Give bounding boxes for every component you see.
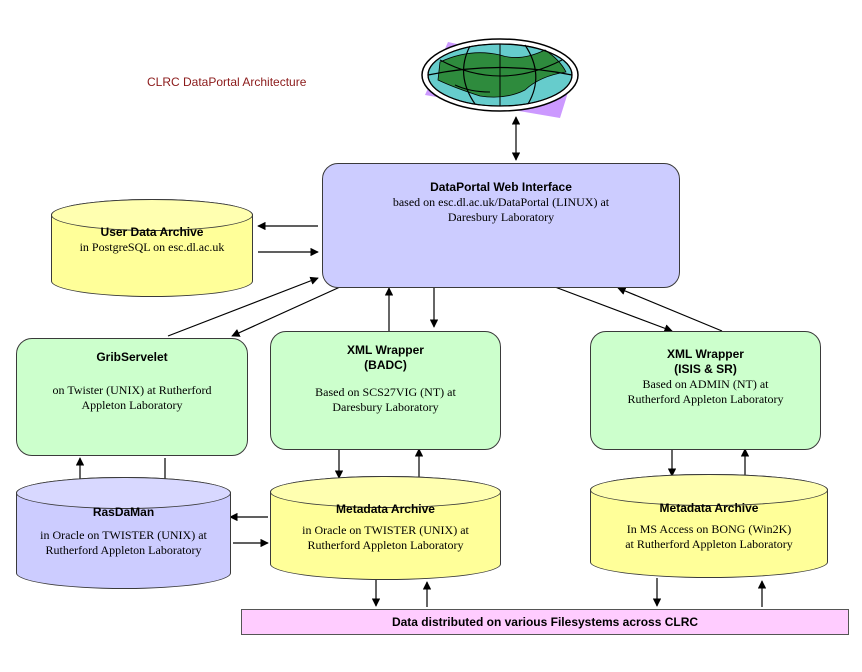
filesystems-bar: Data distributed on various Filesystems … xyxy=(241,609,849,635)
rasdaman-cylinder: RasDaMan in Oracle on TWISTER (UNIX) at … xyxy=(16,477,231,589)
rasdaman-line1: in Oracle on TWISTER (UNIX) at xyxy=(40,528,207,542)
xml-wrapper-isis-box: XML Wrapper (ISIS & SR) Based on ADMIN (… xyxy=(590,331,821,450)
isis-head2: (ISIS & SR) xyxy=(674,362,737,376)
grib-line2: Appleton Laboratory xyxy=(81,398,183,412)
badc-line2: Daresbury Laboratory xyxy=(332,400,439,414)
grib-servelet-box: GribServelet on Twister (UNIX) at Ruther… xyxy=(16,338,248,456)
user-archive-line1: in PostgreSQL on esc.dl.ac.uk xyxy=(79,240,225,254)
badc-head2: (BADC) xyxy=(364,358,407,372)
isis-head1: XML Wrapper xyxy=(667,347,744,361)
arrow-web-to-isis xyxy=(554,286,673,333)
meta-bong-line2: at Rutherford Appleton Laboratory xyxy=(625,537,793,551)
web-interface-box: DataPortal Web Interface based on esc.dl… xyxy=(322,163,680,288)
user-archive-head: User Data Archive xyxy=(100,225,204,239)
diagram-title: CLRC DataPortal Architecture xyxy=(147,75,307,89)
metadata-archive-twister-cylinder: Metadata Archive in Oracle on TWISTER (U… xyxy=(270,476,501,580)
badc-head1: XML Wrapper xyxy=(347,343,424,357)
grib-line1: on Twister (UNIX) at Rutherford xyxy=(52,383,212,397)
metadata-archive-bong-cylinder: Metadata Archive In MS Access on BONG (W… xyxy=(590,474,828,578)
arrow-grib-to-web xyxy=(167,276,319,337)
rasdaman-line2: Rutherford Appleton Laboratory xyxy=(45,543,202,557)
badc-line1: Based on SCS27VIG (NT) at xyxy=(315,385,456,399)
web-interface-line2: Daresbury Laboratory xyxy=(447,210,555,224)
arrow-isis-to-web xyxy=(617,287,723,332)
meta-twister-line1: in Oracle on TWISTER (UNIX) at xyxy=(302,523,469,537)
user-archive-cylinder: User Data Archive in PostgreSQL on esc.d… xyxy=(51,199,253,297)
meta-bong-line1: In MS Access on BONG (Win2K) xyxy=(626,522,792,536)
grib-head: GribServelet xyxy=(96,350,168,364)
meta-bong-head: Metadata Archive xyxy=(659,501,759,515)
rasdaman-head: RasDaMan xyxy=(92,505,155,519)
arrow-web-to-grib xyxy=(231,286,341,337)
xml-wrapper-badc-box: XML Wrapper (BADC) Based on SCS27VIG (NT… xyxy=(270,331,501,450)
web-interface-line1: based on esc.dl.ac.uk/DataPortal (LINUX)… xyxy=(392,195,610,209)
web-interface-head: DataPortal Web Interface xyxy=(430,180,572,194)
meta-twister-head: Metadata Archive xyxy=(336,502,435,516)
meta-twister-line2: Rutherford Appleton Laboratory xyxy=(307,538,464,552)
isis-line1: Based on ADMIN (NT) at xyxy=(642,377,769,391)
isis-line2: Rutherford Appleton Laboratory xyxy=(627,392,784,406)
